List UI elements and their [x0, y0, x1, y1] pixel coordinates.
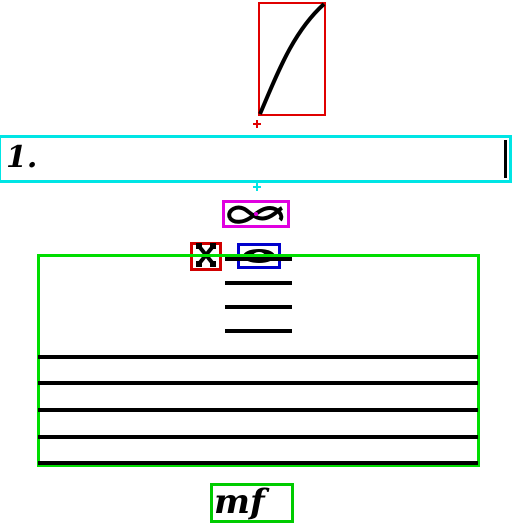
ledger-line [225, 329, 292, 333]
ledger-line [225, 257, 292, 261]
staff-box [37, 254, 480, 467]
staff-line [38, 435, 478, 439]
volta-label: 1. [6, 140, 38, 175]
slur-bounding-box [258, 2, 326, 116]
dynamic-mark: mf [214, 482, 265, 522]
slur-anchor-marker [253, 120, 261, 128]
ledger-line [225, 305, 292, 309]
volta-label-box [0, 135, 512, 183]
turn-ornament-box [222, 200, 290, 228]
turn-ornament-icon [227, 205, 284, 224]
staff-line [38, 408, 478, 412]
staff-line [38, 355, 478, 359]
ledger-line [225, 281, 292, 285]
label-anchor-marker [253, 183, 261, 191]
staff-line [38, 381, 478, 385]
barline [504, 140, 507, 178]
slur-curve [258, 2, 326, 115]
staff-line [38, 461, 478, 465]
